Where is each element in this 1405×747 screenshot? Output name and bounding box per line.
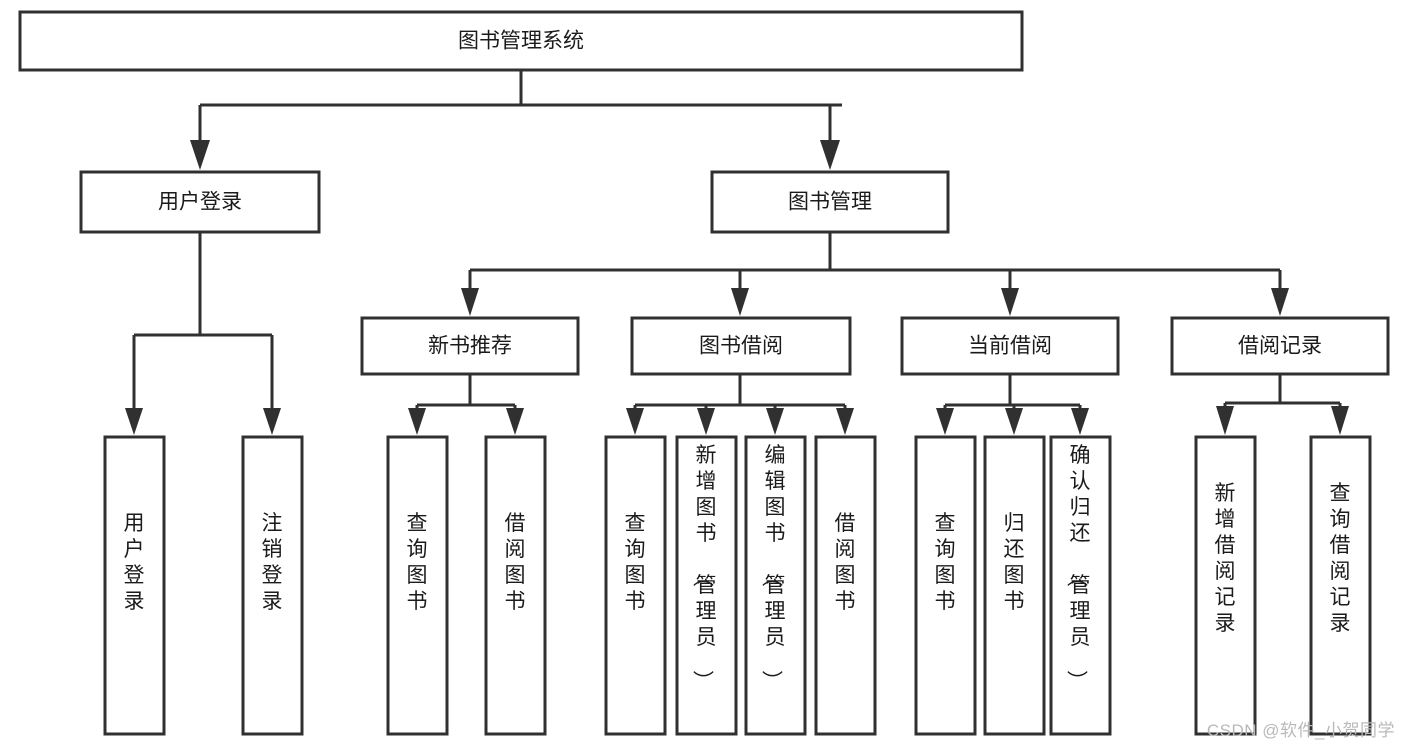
arrow-head-leaf-query-book-recommend [408, 408, 426, 435]
node-leaf-return-book-label: 归还图书 [1004, 512, 1025, 613]
node-leaf-user-login[interactable]: 用户登录 [103, 435, 166, 736]
arrow-head-new-book-recommend [461, 288, 479, 316]
arrow-head-leaf-add-book [697, 408, 715, 435]
arrow-head-leaf-add-record [1216, 406, 1234, 435]
arrow-head-current-borrow [1001, 288, 1019, 316]
node-root[interactable]: 图书管理系统 [18, 10, 1024, 72]
node-leaf-query-book-recommend-box[interactable] [386, 435, 449, 736]
node-leaf-confirm-return-box[interactable] [1049, 435, 1112, 736]
node-leaf-borrow-book-box[interactable] [814, 435, 877, 736]
node-leaf-add-book[interactable]: 新增图书（管理员） [675, 435, 738, 736]
node-leaf-user-login-box[interactable] [103, 435, 166, 736]
node-leaf-borrow-book-recommend[interactable]: 借阅图书 [484, 435, 547, 736]
node-leaf-query-record-label: 查询借阅记录 [1330, 482, 1351, 635]
node-leaf-confirm-return[interactable]: 确认归还（管理员） [1049, 435, 1112, 736]
arrow-head-leaf-edit-book [766, 408, 784, 435]
node-current-borrow-label: 当前借阅 [968, 335, 1052, 358]
node-current-borrow-box[interactable] [900, 316, 1120, 376]
node-leaf-query-book-current-label: 查询图书 [935, 512, 956, 613]
node-leaf-return-book[interactable]: 归还图书 [983, 435, 1046, 736]
arrow-head-leaf-borrow-book [836, 408, 854, 435]
node-leaf-query-book-current-box[interactable] [914, 435, 977, 736]
arrow-head-leaf-logout [263, 408, 281, 435]
node-leaf-query-record-box[interactable] [1309, 435, 1372, 736]
arrow-head-leaf-return-book [1005, 408, 1023, 435]
connector-layer [125, 70, 1349, 435]
node-borrow-record-box[interactable] [1170, 316, 1390, 376]
arrow-head-user-login [190, 140, 210, 170]
node-borrow-record-label: 借阅记录 [1238, 335, 1322, 358]
node-leaf-return-book-box[interactable] [983, 435, 1046, 736]
arrow-head-leaf-user-login [125, 408, 143, 435]
node-leaf-logout[interactable]: 注销登录 [241, 435, 304, 736]
arrow-head-leaf-query-record [1331, 406, 1349, 435]
node-leaf-add-record-box[interactable] [1194, 435, 1257, 736]
node-borrow-record[interactable]: 借阅记录 [1170, 316, 1390, 376]
node-leaf-user-login-label: 用户登录 [124, 512, 145, 613]
leaf-nodes-layer: 用户登录 注销登录 查询图书 借阅图书 查询图书 新增图书（管理员） [103, 435, 1372, 736]
node-book-borrow-box[interactable] [630, 316, 852, 376]
node-current-borrow[interactable]: 当前借阅 [900, 316, 1120, 376]
arrow-head-book-borrow [731, 288, 749, 316]
node-leaf-borrow-book-recommend-box[interactable] [484, 435, 547, 736]
node-new-book-recommend-box[interactable] [360, 316, 580, 376]
node-leaf-edit-book-label: 编辑图书（管理员） [760, 444, 786, 691]
arrow-head-leaf-confirm-return [1071, 408, 1089, 435]
node-leaf-add-record[interactable]: 新增借阅记录 [1194, 435, 1257, 736]
arrow-head-leaf-query-book-current [936, 408, 954, 435]
node-leaf-logout-box[interactable] [241, 435, 304, 736]
node-book-management-box[interactable] [710, 170, 950, 234]
node-leaf-borrow-book[interactable]: 借阅图书 [814, 435, 877, 736]
node-root-label: 图书管理系统 [458, 30, 584, 53]
node-root-box[interactable] [18, 10, 1024, 72]
node-user-login-label: 用户登录 [158, 191, 242, 214]
node-leaf-logout-label: 注销登录 [262, 512, 283, 613]
node-leaf-borrow-book-label: 借阅图书 [835, 512, 856, 613]
node-book-management-label: 图书管理 [788, 191, 872, 214]
node-leaf-query-book-box[interactable] [604, 435, 667, 736]
node-new-book-recommend[interactable]: 新书推荐 [360, 316, 580, 376]
arrow-head-leaf-borrow-book-recommend [506, 408, 524, 435]
node-leaf-confirm-return-label: 确认归还（管理员） [1065, 444, 1091, 691]
node-book-borrow-label: 图书借阅 [699, 335, 783, 358]
node-user-login-box[interactable] [79, 170, 321, 234]
node-leaf-add-book-label: 新增图书（管理员） [691, 444, 717, 691]
node-leaf-query-book-label: 查询图书 [625, 512, 646, 613]
node-leaf-edit-book[interactable]: 编辑图书（管理员） [744, 435, 807, 736]
node-new-book-recommend-label: 新书推荐 [428, 335, 512, 358]
node-leaf-add-record-label: 新增借阅记录 [1215, 482, 1236, 635]
node-leaf-query-book-current[interactable]: 查询图书 [914, 435, 977, 736]
node-leaf-query-book-recommend-label: 查询图书 [407, 512, 428, 613]
node-leaf-query-book[interactable]: 查询图书 [604, 435, 667, 736]
node-book-management[interactable]: 图书管理 [710, 170, 950, 234]
arrow-head-borrow-record [1271, 288, 1289, 316]
node-book-borrow[interactable]: 图书借阅 [630, 316, 852, 376]
arrow-head-book-management [820, 140, 840, 170]
node-leaf-borrow-book-recommend-label: 借阅图书 [505, 512, 526, 613]
arrow-head-leaf-query-book [626, 408, 644, 435]
node-leaf-query-record[interactable]: 查询借阅记录 [1309, 435, 1372, 736]
node-leaf-query-book-recommend[interactable]: 查询图书 [386, 435, 449, 736]
node-leaf-add-book-box[interactable] [675, 435, 738, 736]
node-leaf-edit-book-box[interactable] [744, 435, 807, 736]
node-user-login[interactable]: 用户登录 [79, 170, 321, 234]
